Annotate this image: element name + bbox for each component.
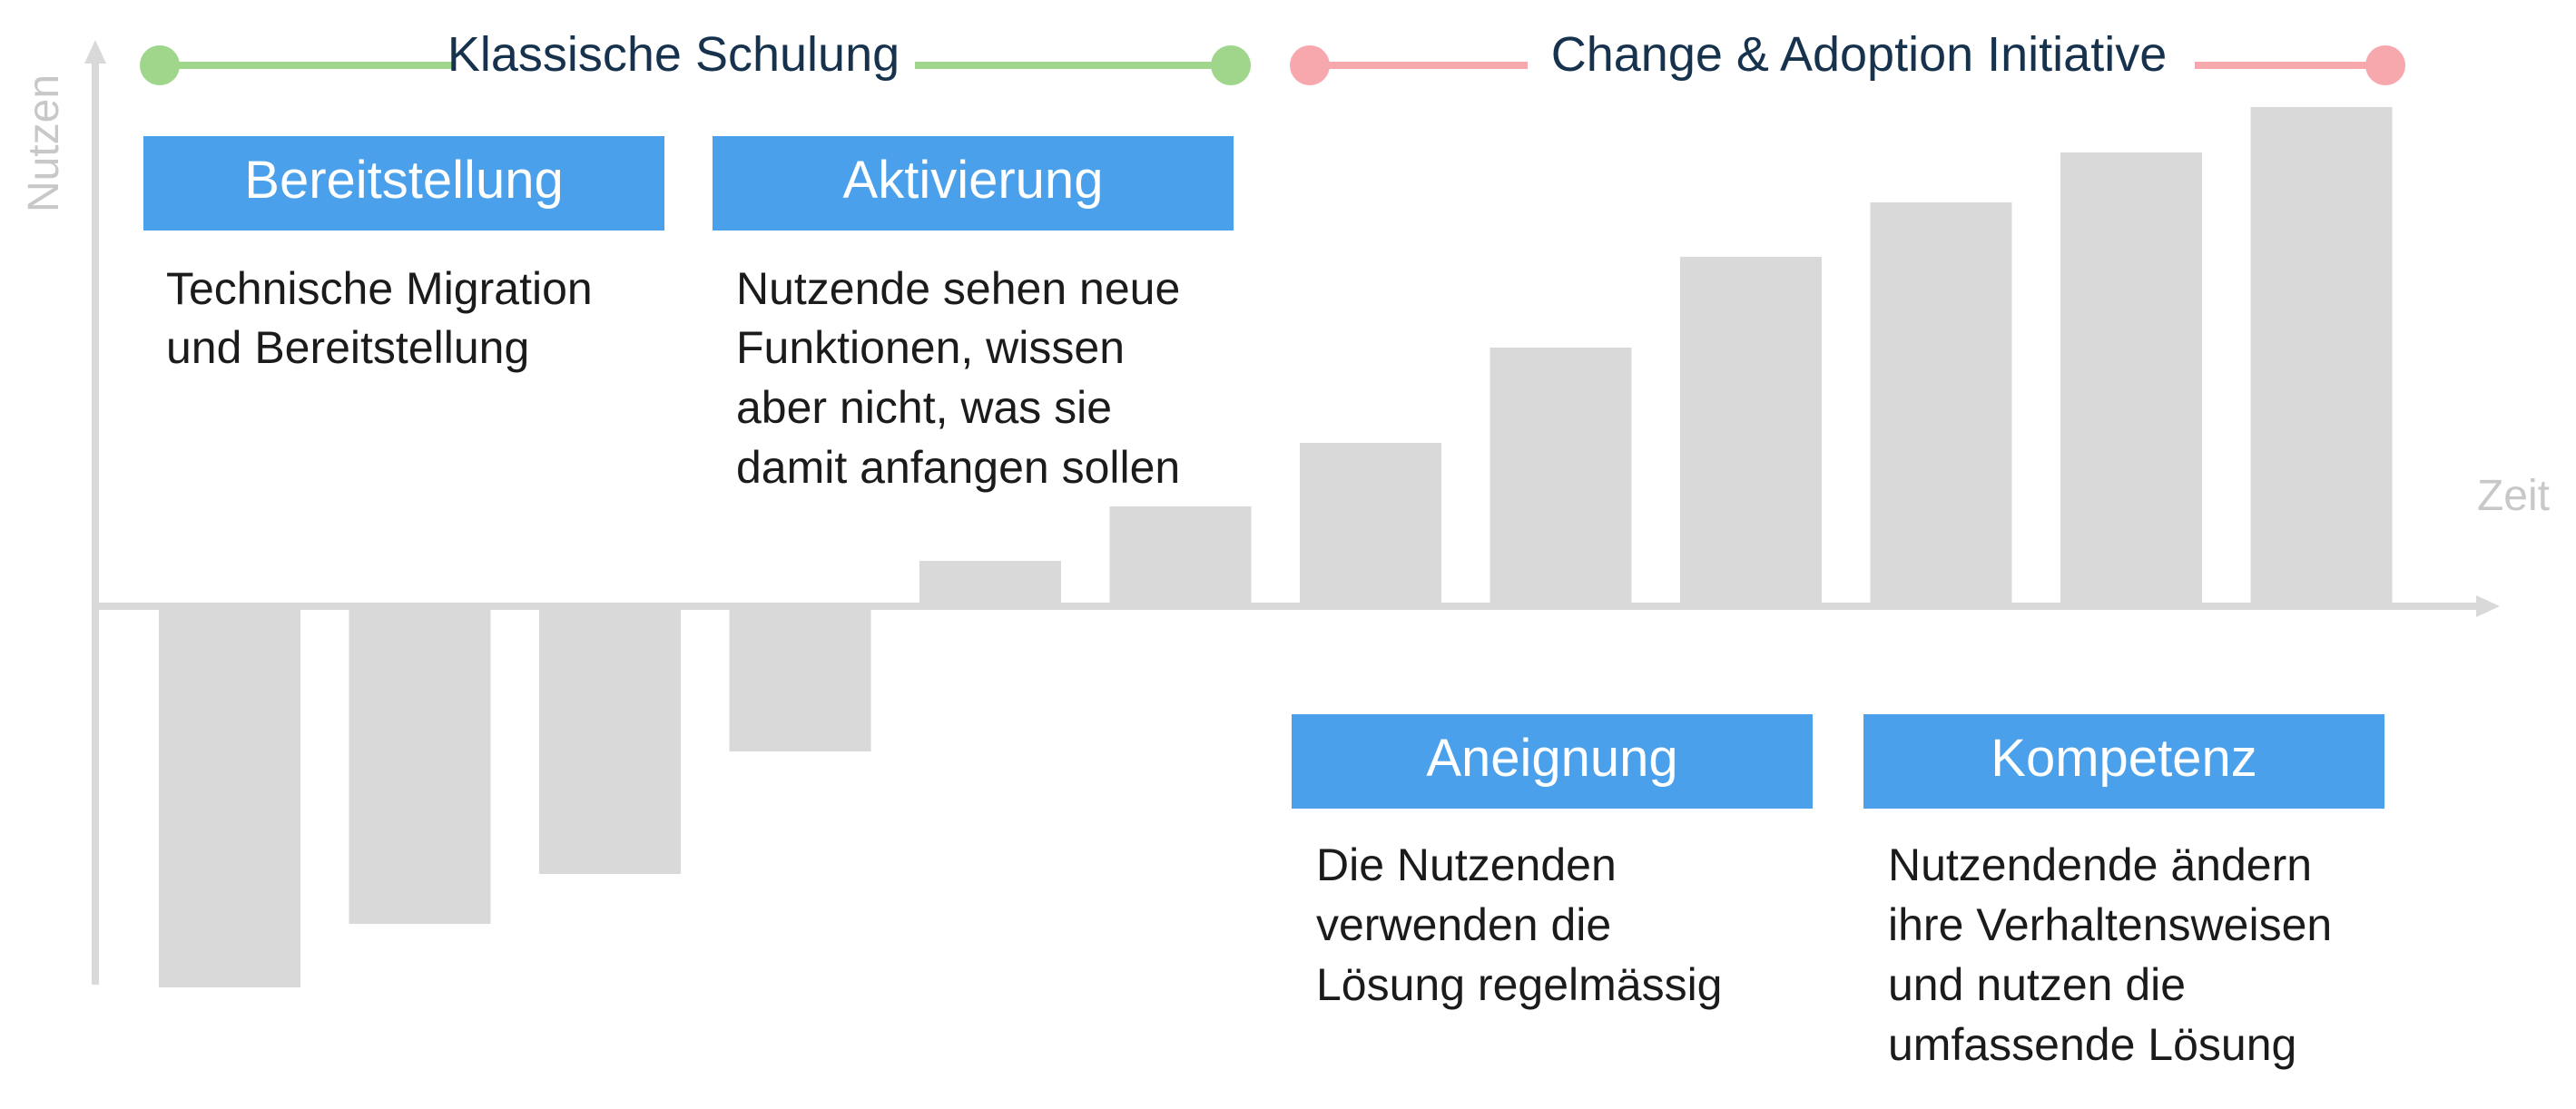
range-klassische-schulung: Klassische Schulung — [140, 27, 1251, 85]
phase-desc-line: und Bereitstellung — [166, 322, 529, 373]
range-label: Klassische Schulung — [447, 27, 900, 82]
bar-10 — [1870, 202, 2012, 606]
phase-title-box — [1292, 714, 1813, 809]
phase-desc-line: Lösung regelmässig — [1316, 959, 1723, 1010]
bar-5 — [919, 561, 1061, 606]
phase-title: Kompetenz — [1991, 729, 2256, 788]
range-end-dot — [1211, 45, 1251, 85]
phase-bereitstellung: Bereitstellung Technische Migration und … — [143, 136, 664, 373]
phase-kompetenz: Kompetenz Nutzendende ändern ihre Verhal… — [1863, 714, 2384, 1070]
bar-7 — [1300, 443, 1441, 606]
phase-desc-line: aber nicht, was sie — [736, 382, 1112, 433]
phase-aneignung: Aneignung Die Nutzenden verwenden die Lö… — [1292, 714, 1813, 1010]
bar-8 — [1490, 348, 1632, 606]
phase-title: Bereitstellung — [244, 151, 563, 210]
phase-desc-line: Nutzende sehen neue — [736, 263, 1180, 314]
phase-desc-line: Funktionen, wissen — [736, 322, 1125, 373]
phase-title: Aktivierung — [843, 151, 1104, 210]
phase-title-box — [1863, 714, 2384, 809]
range-start-dot — [1290, 45, 1330, 85]
x-axis-label: Zeit — [2477, 472, 2550, 520]
phase-title-box — [713, 136, 1234, 231]
x-axis-arrowhead — [2476, 595, 2500, 617]
bar-4 — [729, 606, 871, 751]
range-end-dot — [2365, 45, 2405, 85]
phase-desc-line: umfassende Lösung — [1888, 1019, 2296, 1070]
phase-desc-line: damit anfangen sollen — [736, 442, 1180, 493]
phase-aktivierung: Aktivierung Nutzende sehen neue Funktion… — [713, 136, 1234, 493]
phase-title-box — [143, 136, 664, 231]
bar-2 — [349, 606, 491, 924]
bar-9 — [1680, 257, 1822, 606]
phase-title: Aneignung — [1426, 729, 1677, 788]
phase-desc-line: ihre Verhaltensweisen — [1888, 899, 2332, 950]
bar-6 — [1109, 506, 1252, 606]
phase-desc-line: Nutzendende ändern — [1888, 839, 2312, 890]
bar-3 — [539, 606, 681, 874]
phase-desc-line: und nutzen die — [1888, 959, 2186, 1010]
bar-11 — [2060, 152, 2202, 606]
range-start-dot — [140, 45, 180, 85]
bar-12 — [2250, 107, 2393, 606]
phase-desc-line: Technische Migration — [166, 263, 593, 314]
y-axis-arrowhead — [84, 40, 106, 64]
phase-desc-line: verwenden die — [1316, 899, 1611, 950]
bar-1 — [159, 606, 300, 987]
range-label: Change & Adoption Initiative — [1551, 27, 2167, 82]
phase-desc-line: Die Nutzenden — [1316, 839, 1617, 890]
y-axis-label: Nutzen — [20, 74, 68, 212]
range-change-adoption: Change & Adoption Initiative — [1290, 27, 2405, 85]
